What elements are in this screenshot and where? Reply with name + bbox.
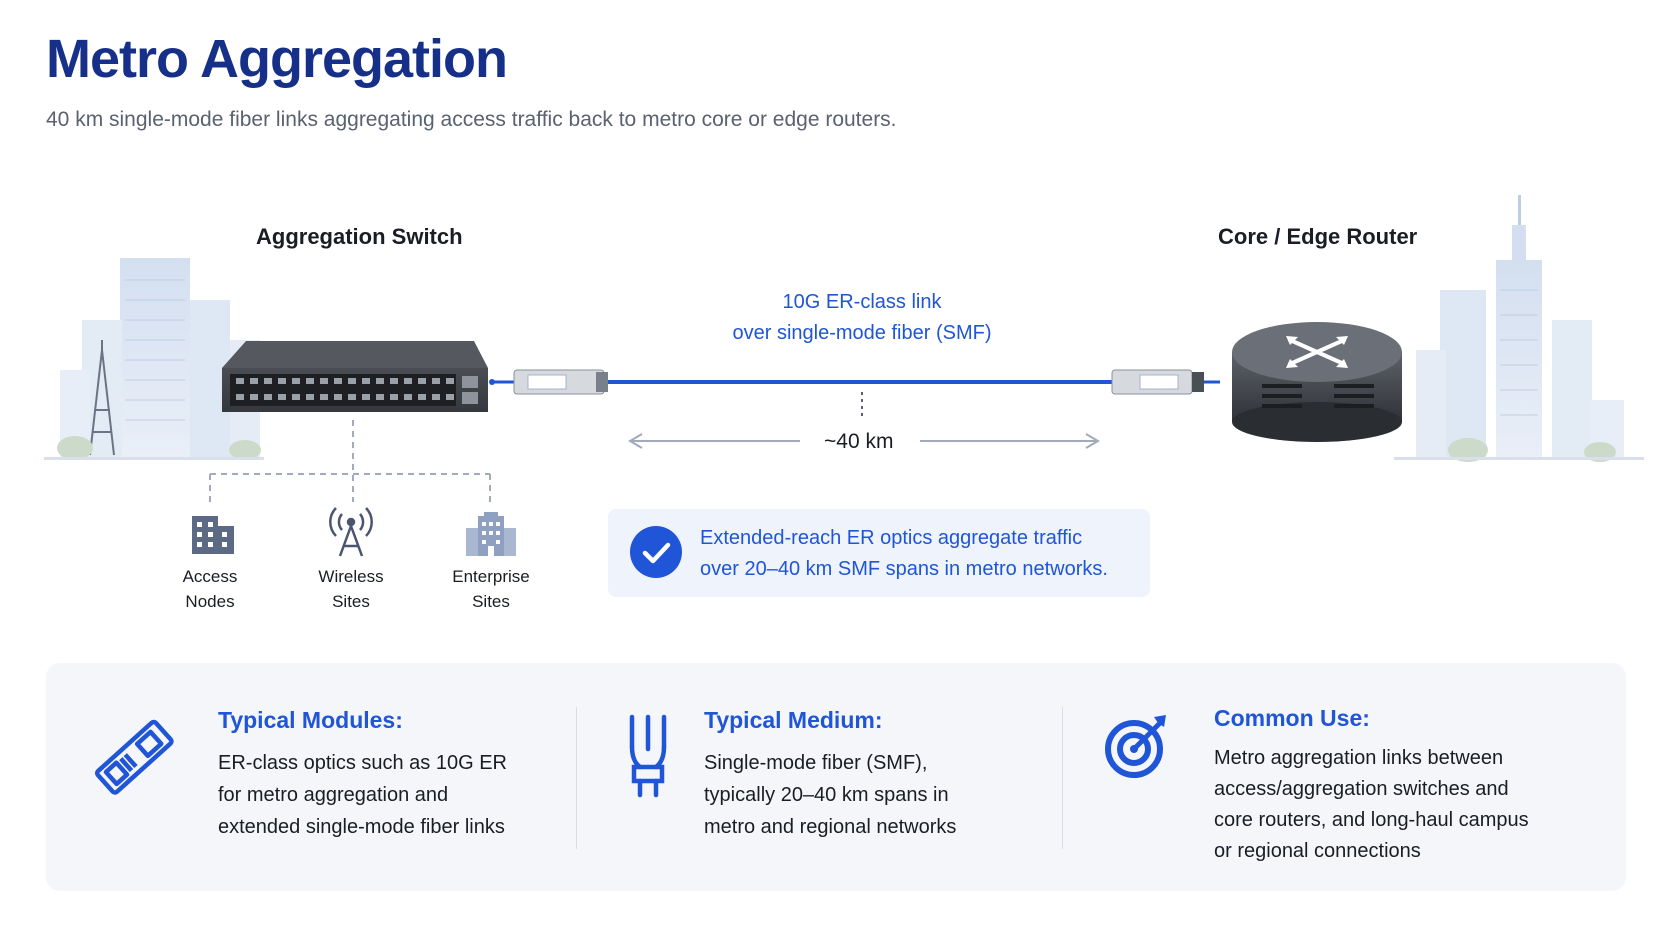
info-title-modules: Typical Modules:	[218, 707, 403, 733]
page-title: Metro Aggregation	[46, 29, 508, 89]
info-body-medium: Single-mode fiber (SMF), typically 20–40…	[704, 752, 957, 838]
core-router-icon	[1232, 322, 1402, 442]
distance-arrow	[628, 433, 1100, 449]
info-title-common-use: Common Use:	[1214, 705, 1370, 731]
aggregation-switch-icon	[222, 341, 495, 412]
page-subtitle: 40 km single-mode fiber links aggregatin…	[46, 108, 897, 131]
network-diagram	[44, 195, 1644, 557]
distance-label: ~40 km	[824, 430, 894, 453]
info-body-modules: ER-class optics such as 10G ER for metro…	[218, 752, 507, 838]
check-circle-icon	[630, 526, 682, 578]
link-label-line2: over single-mode fiber (SMF)	[732, 322, 992, 344]
enterprise-building-icon	[466, 512, 516, 556]
info-body-common-use: Metro aggregation links between access/a…	[1214, 747, 1529, 862]
site-connectors	[209, 420, 491, 502]
link-label-line1: 10G ER-class link	[782, 291, 942, 313]
info-callout: Extended-reach ER optics aggregate traff…	[608, 509, 1150, 597]
target-icon	[1105, 715, 1166, 778]
site-label-enterprise-sites: Enterprise Sites	[452, 567, 530, 611]
right-city-skyline	[1394, 195, 1644, 462]
aggregation-switch-label: Aggregation Switch	[256, 224, 463, 249]
cell-tower-icon	[329, 507, 373, 557]
panel-divider	[576, 707, 577, 849]
fiber-cable-icon	[629, 714, 667, 798]
transceiver-module-icon	[94, 719, 174, 795]
info-panel: Typical Modules: ER-class optics such as…	[46, 663, 1626, 891]
info-title-medium: Typical Medium:	[704, 707, 883, 733]
left-sfp-module-icon	[492, 369, 608, 395]
panel-divider	[1062, 707, 1063, 849]
site-label-access-nodes: Access Nodes	[182, 567, 238, 611]
core-router-label: Core / Edge Router	[1218, 224, 1418, 249]
site-label-wireless-sites: Wireless Sites	[318, 567, 384, 611]
radio-mast-icon	[89, 340, 115, 456]
right-sfp-module-icon	[1111, 369, 1220, 395]
office-building-icon	[192, 516, 234, 554]
callout-text: Extended-reach ER optics aggregate traff…	[700, 527, 1108, 580]
link-label: 10G ER-class link over single-mode fiber…	[700, 287, 1024, 349]
